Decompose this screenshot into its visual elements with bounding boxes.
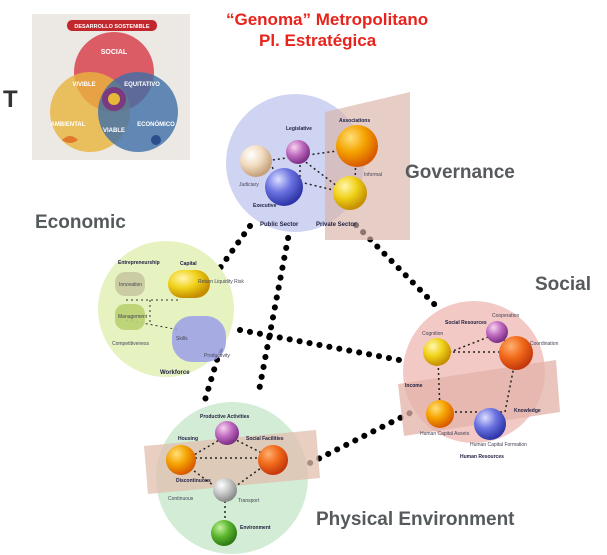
capital-cylinder (168, 270, 210, 298)
gov-private-sector-label: Private Sector (316, 222, 357, 228)
eco-workforce-label: Workforce (160, 370, 190, 376)
venn-vivible-label: VIVIBLE (72, 82, 95, 88)
title-line-1: “Genoma” Metropolitano (226, 10, 429, 29)
gov-informal-label: Informal (364, 172, 382, 178)
social-sphere: Social Resources Cooperation Cognition C… (398, 301, 560, 460)
gov-judiciary-label: Judiciary (239, 182, 259, 188)
soc-cooperation-label: Cooperation (492, 313, 519, 319)
globe-icon (151, 135, 161, 145)
soc-knowledge-label: Knowledge (514, 408, 541, 414)
economic-label: Economic (35, 212, 126, 233)
connector-economic-social (237, 327, 413, 365)
governance-sphere: Legislative Associations Judiciary Infor… (226, 92, 410, 240)
eco-return-label: Return Liquidity Risk (198, 279, 244, 285)
gov-associations-label: Associations (339, 118, 370, 124)
soc-cognition-label: Cognition (422, 331, 443, 337)
economic-cylinder-2 (115, 304, 145, 330)
gov-legislative-label: Legislative (286, 126, 312, 132)
eco-management-label: Management (118, 314, 148, 320)
soc-social-resources-label: Social Resources (445, 320, 487, 326)
venn-economico-label: ECONÓMICO (137, 120, 175, 128)
soc-human-resources-label: Human Resources (460, 454, 504, 460)
soc-hc-formation-label: Human Capital Formation (470, 442, 527, 448)
eco-entrepreneurship-label: Entrepreneurship (118, 260, 160, 266)
hands-icon (62, 136, 78, 143)
workforce-cylinder (172, 316, 226, 362)
eco-innovation-label: Innovation (119, 282, 142, 288)
eco-skills-label: Skills (176, 336, 188, 342)
phys-transport-label: Transport (238, 498, 260, 504)
venn-ambiental-label: AMBIENTAL (51, 122, 86, 128)
economic-cylinder-1 (115, 272, 145, 296)
eco-productivity-label: Productivity (204, 353, 230, 359)
soc-hc-assets-label: Human Capital Assets (420, 431, 470, 437)
economic-sphere: Capital Return Liquidity Risk Entreprene… (98, 241, 244, 377)
connector-governance-physical (255, 225, 293, 399)
physical-environment-label: Physical Environment (316, 509, 515, 530)
social-label: Social (535, 274, 591, 295)
phys-continuous-label: Continuous (168, 496, 194, 502)
venn-equitativo-label: EQUITATIVO (124, 82, 160, 88)
soc-coordination-label: Coordination (530, 341, 559, 347)
gov-public-sector-label: Public Sector (260, 222, 299, 228)
phys-environment-label: Environment (240, 525, 271, 531)
phys-discontinuous-label: Discontinuous (176, 478, 211, 484)
venn-banner-bg (67, 20, 157, 31)
venn-banner-label: DESARROLLO SOSTENIBLE (74, 24, 150, 30)
venn-social-label: SOCIAL (101, 49, 128, 56)
gov-executive-label: Executive (253, 203, 277, 209)
governance-label: Governance (405, 162, 515, 183)
venn-viable-label: VIABLE (103, 128, 125, 134)
phys-productive-activities-label: Productive Activities (200, 414, 249, 420)
soc-income-label: Income (405, 383, 423, 389)
eco-competitiveness-label: Competitiveness (112, 341, 149, 347)
phys-housing-label: Housing (178, 436, 198, 442)
eco-capital-label: Capital (180, 261, 197, 267)
phys-social-facilities-label: Social Facilities (246, 436, 284, 442)
sustainability-venn-diagram: DESARROLLO SOSTENIBLE SOCIAL VIVIBLE EQU… (50, 20, 178, 152)
title-line-2: Pl. Estratégica (259, 31, 377, 50)
physical-environment-sphere: Productive Activities Housing Social Fac… (144, 402, 320, 554)
stray-glyph: T (3, 86, 18, 113)
